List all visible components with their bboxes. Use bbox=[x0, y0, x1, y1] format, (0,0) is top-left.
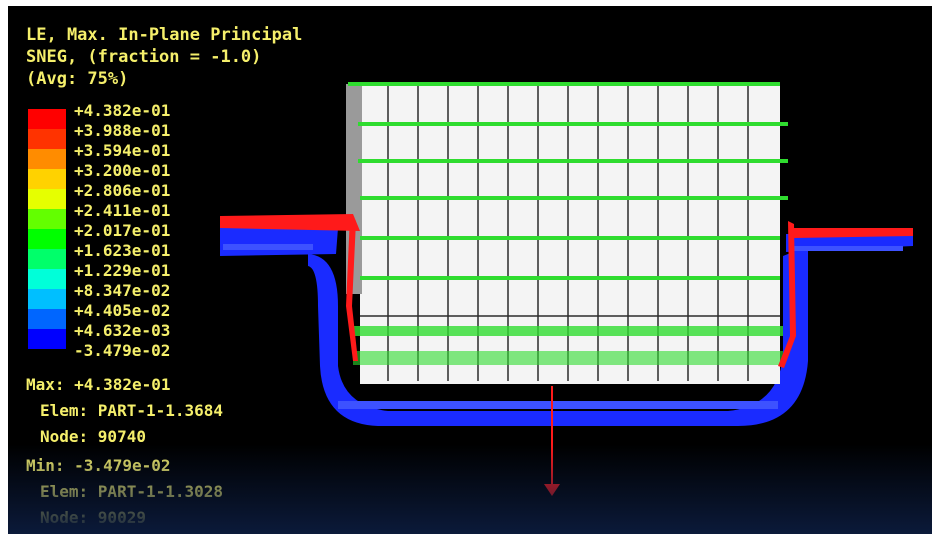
legend-title-line-2: SNEG, (fraction = -1.0) bbox=[26, 47, 262, 67]
min-node: Node: 90029 bbox=[40, 508, 146, 527]
wall-right-red bbox=[778, 221, 796, 368]
flange-right-red bbox=[794, 228, 913, 238]
legend-swatch bbox=[28, 129, 66, 149]
legend-swatch bbox=[28, 109, 66, 129]
max-elem: Elem: PART-1-1.3684 bbox=[40, 401, 224, 420]
legend-swatch bbox=[28, 329, 66, 349]
wall-left-red bbox=[346, 216, 358, 361]
legend-swatch bbox=[28, 289, 66, 309]
flange-left-red bbox=[220, 214, 360, 231]
legend-colorbar bbox=[28, 109, 66, 349]
legend-title-line-1: LE, Max. In-Plane Principal bbox=[26, 25, 303, 45]
legend-title: LE, Max. In-Plane Principal SNEG, (fract… bbox=[26, 24, 302, 90]
flange-left-blue bbox=[220, 228, 338, 256]
fe-viewport: LE, Max. In-Plane Principal SNEG, (fract… bbox=[8, 6, 932, 534]
mesh-edge-noise bbox=[223, 244, 903, 409]
strain-markers-green bbox=[348, 82, 788, 365]
max-node: Node: 90740 bbox=[40, 427, 146, 446]
legend-swatch bbox=[28, 169, 66, 189]
load-arrow-head bbox=[544, 484, 560, 496]
legend-tick-label: +8.347e-02 bbox=[74, 281, 171, 300]
legend-tick-label: -3.479e-02 bbox=[74, 341, 171, 360]
min-elem: Elem: PART-1-1.3028 bbox=[40, 482, 224, 501]
legend-swatch bbox=[28, 189, 66, 209]
legend-tick-labels: +4.382e-01+3.988e-01+3.594e-01+3.200e-01… bbox=[74, 101, 170, 361]
legend-swatch bbox=[28, 309, 66, 329]
legend-title-line-3: (Avg: 75%) bbox=[26, 69, 129, 89]
min-value: Min: -3.479e-02 bbox=[26, 456, 171, 475]
legend-tick-label: +4.405e-02 bbox=[74, 301, 171, 320]
max-info: Max: +4.382e-01 Elem: PART-1-1.3684 Node… bbox=[26, 372, 223, 450]
legend-tick-label: +2.017e-01 bbox=[74, 221, 171, 240]
legend-swatch bbox=[28, 269, 66, 289]
legend-tick-label: +2.806e-01 bbox=[74, 181, 171, 200]
legend-tick-label: +3.594e-01 bbox=[74, 141, 171, 160]
legend-swatch bbox=[28, 249, 66, 269]
max-value: Max: +4.382e-01 bbox=[26, 375, 171, 394]
min-info: Min: -3.479e-02 Elem: PART-1-1.3028 Node… bbox=[26, 453, 223, 531]
legend-tick-label: +4.632e-03 bbox=[74, 321, 171, 340]
legend-swatch bbox=[28, 229, 66, 249]
legend-swatch bbox=[28, 209, 66, 229]
legend-tick-label: +4.382e-01 bbox=[74, 101, 171, 120]
legend-tick-label: +2.411e-01 bbox=[74, 201, 171, 220]
legend-tick-label: +3.200e-01 bbox=[74, 161, 171, 180]
legend-tick-label: +3.988e-01 bbox=[74, 121, 171, 140]
punch-cylinder bbox=[360, 84, 780, 384]
legend-tick-label: +1.623e-01 bbox=[74, 241, 171, 260]
legend-swatch bbox=[28, 149, 66, 169]
legend-tick-label: +1.229e-01 bbox=[74, 261, 171, 280]
deformed-mesh-model bbox=[220, 82, 913, 496]
